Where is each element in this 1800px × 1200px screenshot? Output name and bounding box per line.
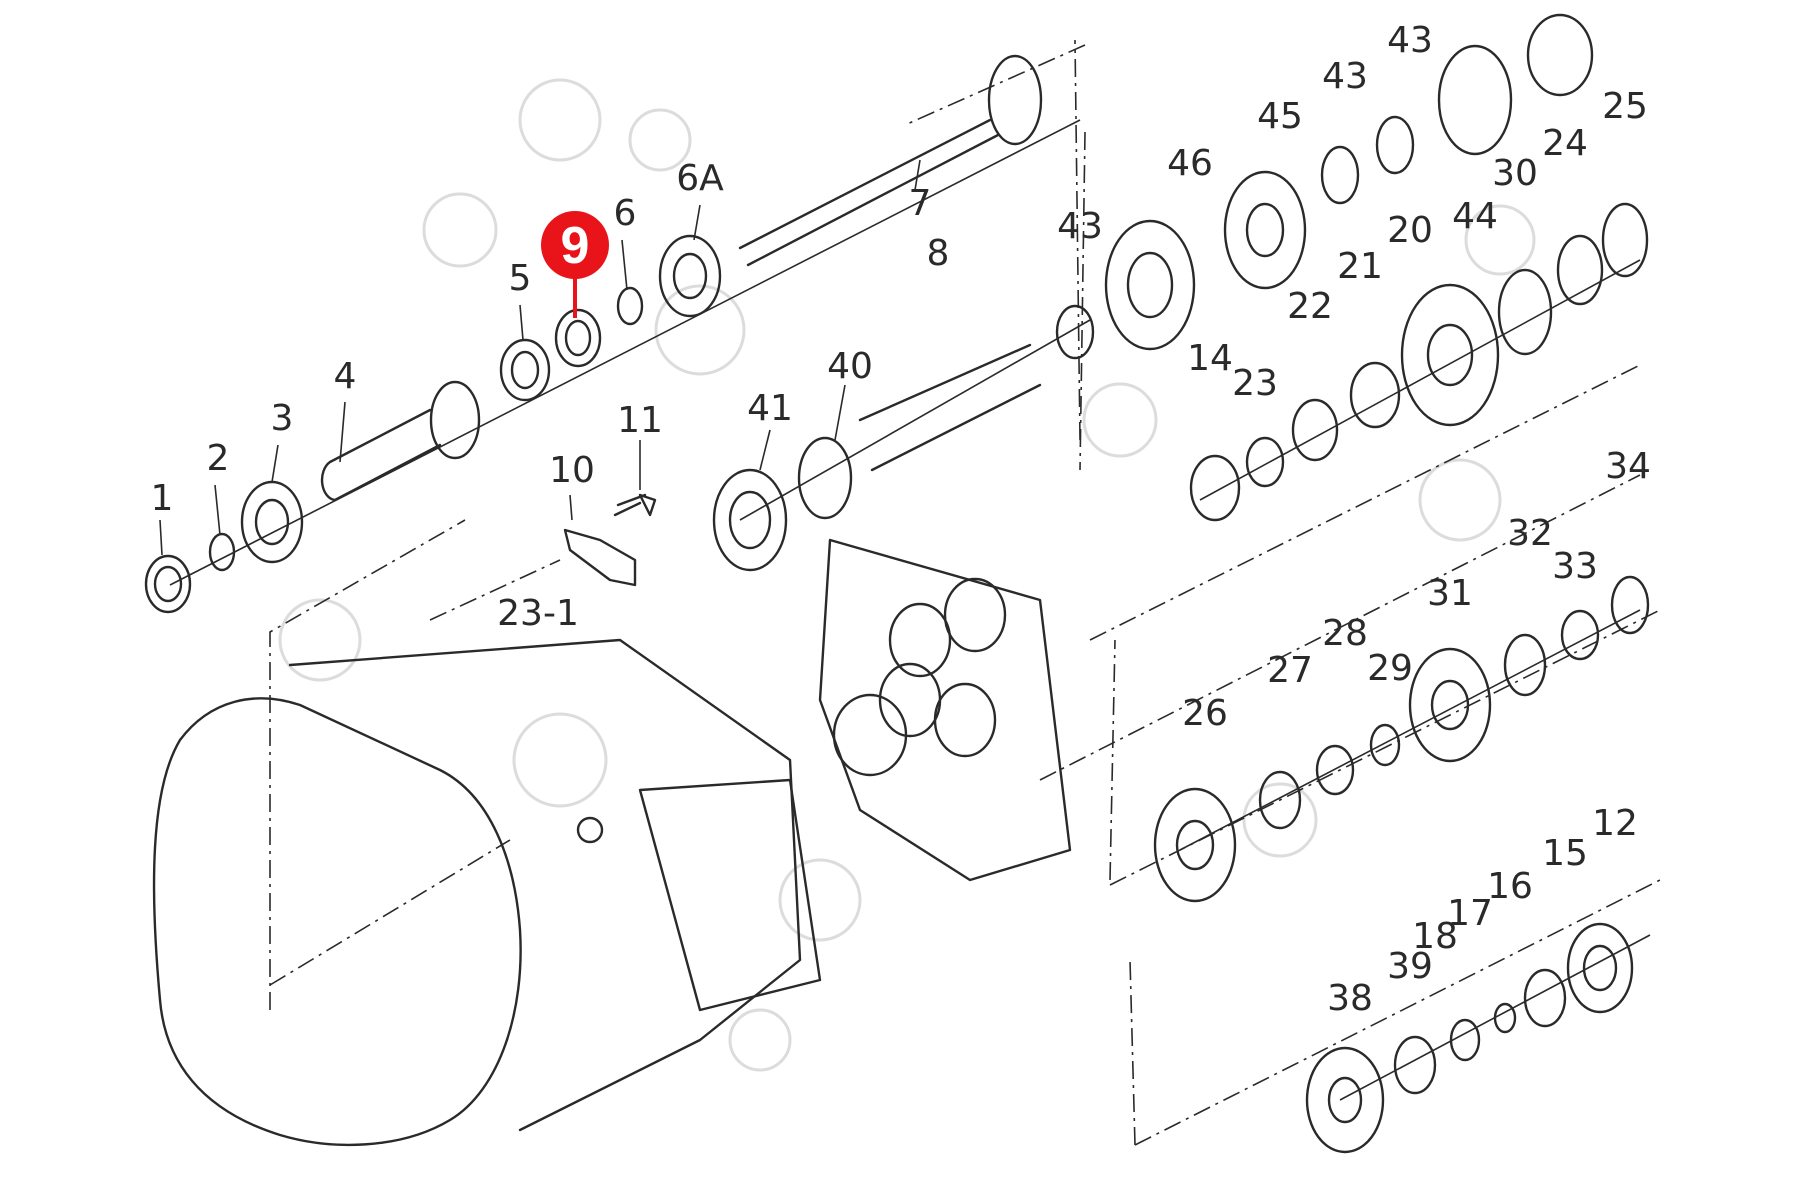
gear-45 xyxy=(1223,170,1307,290)
countershaft-assembly xyxy=(712,13,1594,572)
label-28: 28 xyxy=(1322,613,1368,654)
label-18: 18 xyxy=(1412,916,1458,957)
label-6a: 8 xyxy=(927,233,950,274)
washer-9 xyxy=(554,308,602,368)
gear-44 xyxy=(1437,44,1513,156)
shaft-6 xyxy=(738,118,1000,267)
leader-lines xyxy=(159,159,921,556)
gear-38 xyxy=(1305,1046,1385,1154)
gear-26 xyxy=(1153,787,1237,903)
idler-gear-assembly xyxy=(1305,922,1651,1154)
label-23-1: 23-1 xyxy=(497,593,579,634)
bearing-7 xyxy=(658,234,722,318)
label-46: 46 xyxy=(1167,143,1213,184)
snap-ring-8 xyxy=(616,286,644,326)
label-3: 2 xyxy=(207,438,230,479)
label-30: 30 xyxy=(1492,153,1538,194)
bracket-and-bolt xyxy=(563,493,657,587)
label-32: 32 xyxy=(1507,513,1553,554)
label-20: 20 xyxy=(1387,210,1433,251)
part-labels: 1 2 3 4 5 6 6A 7 8 10 11 12 14 15 16 17 … xyxy=(151,20,1651,1019)
label-45: 45 xyxy=(1257,96,1303,137)
gear-40 xyxy=(797,436,853,520)
intermediate-plate xyxy=(818,538,1072,882)
gear-46 xyxy=(1104,219,1196,351)
input-shaft-assembly xyxy=(144,54,1081,614)
snap-ring-43 xyxy=(1055,304,1095,360)
label-10: 10 xyxy=(549,450,595,491)
label-27: 27 xyxy=(1267,650,1313,691)
transmission-housing xyxy=(152,638,822,1147)
label-38: 38 xyxy=(1327,978,1373,1019)
label-40: 40 xyxy=(827,346,873,387)
label-12: 12 xyxy=(1592,803,1638,844)
label-22: 22 xyxy=(1287,286,1333,327)
label-43-a: 43 xyxy=(1057,206,1103,247)
label-26: 26 xyxy=(1182,693,1228,734)
label-6: 7 xyxy=(909,183,932,224)
label-34: 34 xyxy=(1605,446,1651,487)
label-44: 44 xyxy=(1452,196,1498,237)
callout-circle xyxy=(541,211,609,279)
label-41: 41 xyxy=(747,388,793,429)
washer-5 xyxy=(499,338,551,402)
input-shaft-1 xyxy=(320,408,442,502)
label-39: 39 xyxy=(1387,946,1433,987)
label-1: 4 xyxy=(334,356,357,397)
output-gear-assembly xyxy=(1153,575,1650,903)
bearing-41 xyxy=(712,468,788,572)
label-4: 1 xyxy=(151,478,174,519)
bell-housing xyxy=(152,697,522,1147)
callout-label: 9 xyxy=(561,217,590,275)
label-23: 23 xyxy=(1232,363,1278,404)
label-29: 29 xyxy=(1367,648,1413,689)
bearing-15 xyxy=(1566,922,1634,1014)
label-5: 5 xyxy=(509,258,532,299)
label-31: 31 xyxy=(1427,573,1473,614)
label-17: 17 xyxy=(1447,893,1493,934)
center-plate xyxy=(818,538,1072,882)
snap-ring-3 xyxy=(208,532,236,572)
label-25: 25 xyxy=(1602,86,1648,127)
highlight-callout-9[interactable]: 9 xyxy=(541,211,609,318)
gear-31 xyxy=(1408,647,1492,763)
label-33: 33 xyxy=(1552,546,1598,587)
label-8: 6 xyxy=(614,193,637,234)
gear-20 xyxy=(1400,283,1500,427)
label-11: 11 xyxy=(617,400,663,441)
label-21: 21 xyxy=(1337,246,1383,287)
reverse-gear-assembly xyxy=(1189,202,1649,522)
label-16: 16 xyxy=(1487,866,1533,907)
label-43-b: 43 xyxy=(1322,56,1368,97)
label-24: 24 xyxy=(1542,123,1588,164)
oil-seal-4 xyxy=(144,554,192,614)
label-2: 3 xyxy=(271,398,294,439)
label-7: 6A xyxy=(676,158,724,199)
bolt-11 xyxy=(613,493,657,517)
label-15: 15 xyxy=(1542,833,1588,874)
label-14: 14 xyxy=(1187,338,1233,379)
watermark-background xyxy=(278,78,1536,1072)
label-43-c: 43 xyxy=(1387,20,1433,61)
bracket-10 xyxy=(563,528,637,587)
